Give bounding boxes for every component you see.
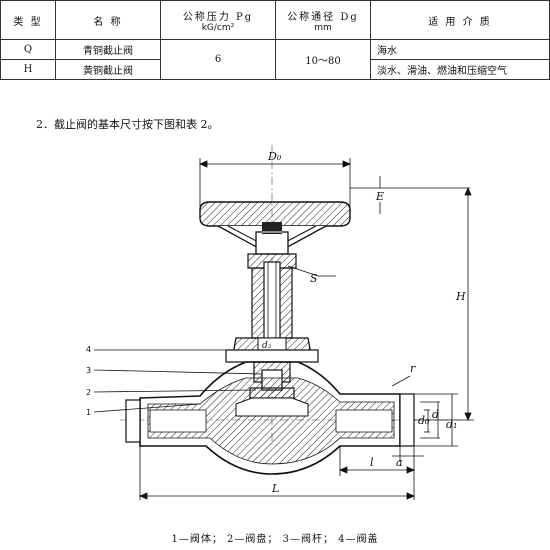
valve-drawing: D₀ E H L S r l a d₀ d d₁ d₂ 4 3 2 1 xyxy=(86,145,474,500)
dim-H: H xyxy=(455,290,466,303)
dim-a: a xyxy=(396,456,403,469)
figure-caption: 1—阀体； 2—阀盘； 3—阀杆； 4—阀盖 xyxy=(171,534,379,545)
row-medium: 海水 xyxy=(370,39,550,60)
dim-r: r xyxy=(410,362,416,375)
header-diameter-label: 公称通径 Dg xyxy=(287,11,359,23)
table-row: H 黄铜截止阀 淡水、滑油、燃油和压缩空气 xyxy=(0,59,550,80)
bonnet xyxy=(225,253,319,363)
callout-3: 3 xyxy=(86,366,91,375)
shared-diameter: 10～80 xyxy=(275,39,371,80)
dimension-lines xyxy=(93,158,474,500)
callout-2: 2 xyxy=(86,388,91,397)
dim-d: d xyxy=(432,408,439,421)
header-name: 名 称 xyxy=(55,0,161,40)
table-row: Q 青铜截止阀 6 10～80 海水 xyxy=(0,39,550,80)
header-pressure: 公称压力 Pg kG/cm² xyxy=(160,0,276,40)
dim-D0: D₀ xyxy=(267,150,282,163)
dim-d0: d₀ xyxy=(418,414,430,427)
callout-4: 4 xyxy=(86,345,91,354)
header-pressure-label: 公称压力 Pg xyxy=(182,11,254,23)
row-name: 青铜截止阀 xyxy=(55,39,161,60)
header-diameter-unit: mm xyxy=(314,22,332,33)
dim-d1: d₁ xyxy=(446,418,457,431)
note-text: 2．截止阀的基本尺寸按下图和表 2。 xyxy=(36,118,219,131)
row-name: 黄铜截止阀 xyxy=(55,59,161,80)
row-medium: 淡水、滑油、燃油和压缩空气 xyxy=(370,59,550,80)
dim-L: L xyxy=(271,482,279,495)
row-type: Q xyxy=(0,39,56,60)
spec-table: 类 型 名 称 公称压力 Pg kG/cm² 公称通径 Dg mm 适 用 介 … xyxy=(0,0,550,80)
shared-pressure: 6 xyxy=(160,39,276,80)
dim-l: l xyxy=(370,456,374,469)
callout-1: 1 xyxy=(86,408,91,417)
row-type: H xyxy=(0,59,56,80)
header-type: 类 型 xyxy=(0,0,56,40)
dim-E: E xyxy=(375,190,384,203)
header-pressure-unit: kG/cm² xyxy=(201,22,235,33)
dim-S: S xyxy=(310,272,318,285)
dim-d2: d₂ xyxy=(262,341,272,351)
header-medium: 适 用 介 质 xyxy=(370,0,550,40)
header-diameter: 公称通径 Dg mm xyxy=(275,0,371,40)
handwheel xyxy=(199,201,351,255)
valve-body xyxy=(125,361,415,475)
